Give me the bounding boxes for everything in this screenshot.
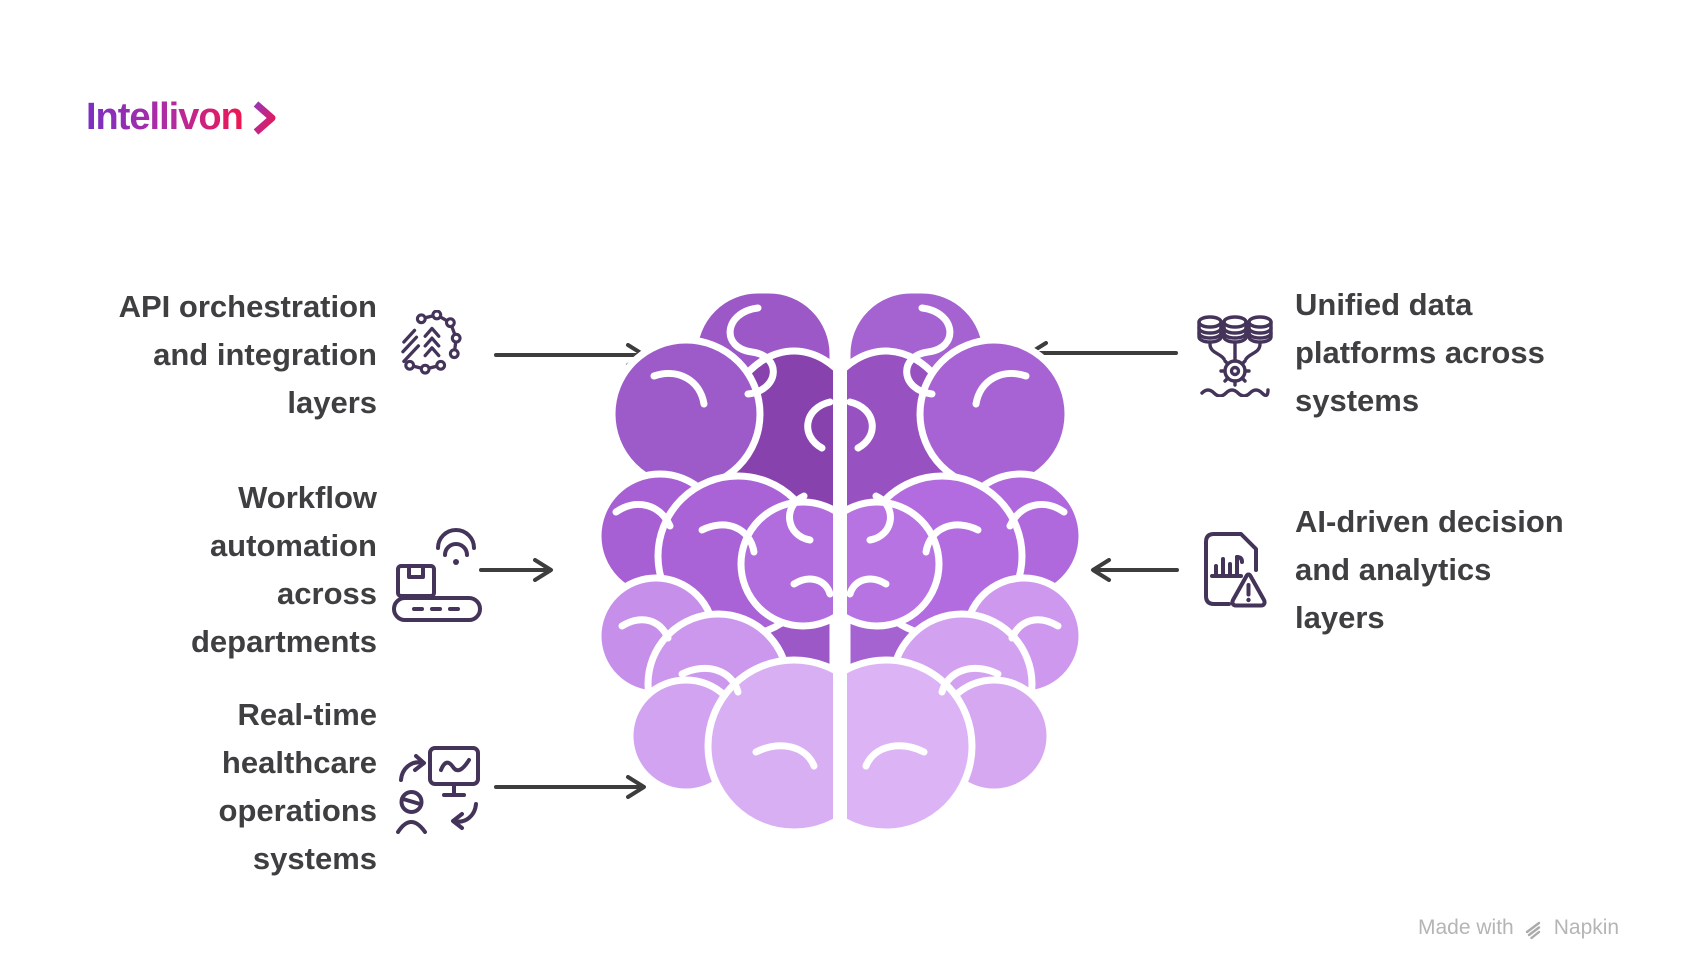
chevron-right-icon xyxy=(253,100,276,135)
label-line: layers xyxy=(287,385,377,420)
label-line: Unified data xyxy=(1295,287,1473,322)
brain-right-hemisphere xyxy=(800,290,1082,832)
label-line: layers xyxy=(1295,600,1385,635)
label-line: platforms across xyxy=(1295,335,1545,370)
label-line: systems xyxy=(252,841,377,876)
label-line: systems xyxy=(1295,383,1420,418)
network-nodes-icon xyxy=(400,310,462,376)
document-warning-icon xyxy=(1196,530,1272,616)
label-line: automation xyxy=(209,528,377,563)
label-unified-data: Unified data platforms across systems xyxy=(1295,281,1675,425)
label-workflow-automation: Workflow automation across departments xyxy=(30,474,377,666)
conveyor-wifi-icon xyxy=(392,526,484,622)
databases-gear-icon xyxy=(1196,313,1274,397)
label-api-orchestration: API orchestration and integration layers xyxy=(30,283,377,427)
label-healthcare-operations: Real-time healthcare operations systems xyxy=(30,691,377,883)
label-line: and analytics xyxy=(1295,552,1492,587)
label-line: AI-driven decision xyxy=(1295,504,1564,539)
brain-left-hemisphere xyxy=(598,290,880,832)
brain-illustration xyxy=(598,284,1082,838)
label-line: Workflow xyxy=(238,480,377,515)
arrow-right-icon xyxy=(479,558,557,582)
arrow-left-icon xyxy=(1089,558,1179,582)
label-line: departments xyxy=(190,624,377,659)
logo-text: Intellivon xyxy=(86,96,244,138)
made-with-napkin: Made with Napkin xyxy=(1418,916,1619,940)
logo: Intellivon xyxy=(86,96,276,139)
operator-monitor-sync-icon xyxy=(396,746,482,834)
label-line: API orchestration xyxy=(118,289,377,324)
label-ai-analytics: AI-driven decision and analytics layers xyxy=(1295,498,1675,642)
label-line: across xyxy=(277,576,377,611)
label-line: and integration xyxy=(153,337,377,372)
napkin-brand-text: Napkin xyxy=(1553,916,1620,939)
label-line: operations xyxy=(218,793,377,828)
made-with-text: Made with xyxy=(1418,916,1514,939)
label-line: healthcare xyxy=(221,745,377,780)
label-line: Real-time xyxy=(237,697,377,732)
napkin-logo-icon xyxy=(1525,921,1540,939)
arrow-right-icon xyxy=(494,775,650,799)
